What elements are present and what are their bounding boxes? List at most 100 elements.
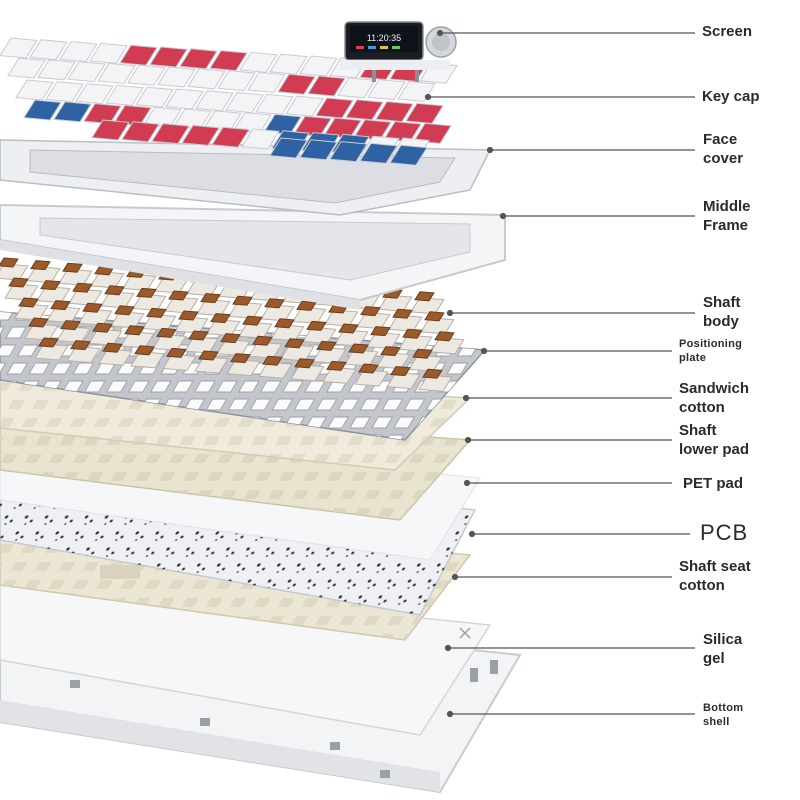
keycap: [269, 137, 308, 159]
label-bottom-shell: Bottom shell: [703, 702, 744, 729]
keycap: [209, 50, 248, 72]
label-silica-gel: Silica gel: [703, 631, 743, 667]
switch-housing: [290, 364, 325, 382]
label-middle-frame: Middle Frame: [703, 198, 751, 234]
switch-stem: [326, 360, 347, 371]
switch-housing: [322, 366, 357, 384]
switch-housing: [386, 372, 421, 390]
switch-stem: [70, 340, 91, 351]
keycap: [405, 102, 444, 124]
keycap: [299, 139, 338, 161]
switch-stem: [92, 322, 113, 333]
leader-lines: [424, 29, 695, 718]
switch-stem: [124, 325, 145, 336]
switch-stem: [210, 313, 231, 324]
switch-stem: [414, 291, 435, 302]
switch-stem: [348, 343, 369, 354]
switch-stem: [28, 317, 49, 328]
switch-stem: [434, 331, 455, 342]
keycap: [375, 101, 414, 123]
switch-stem: [274, 318, 295, 329]
switch-stem: [146, 307, 167, 318]
keycap: [89, 42, 128, 64]
switch-stem: [0, 257, 19, 268]
switch-housing: [194, 356, 229, 374]
switch-housing: [258, 361, 293, 379]
keycap: [241, 128, 280, 150]
keycap: [151, 123, 190, 145]
switch-stem: [198, 350, 219, 361]
switch-stem: [242, 315, 263, 326]
switch-stem: [294, 358, 315, 369]
label-face-cover: Face cover: [703, 131, 744, 167]
switch-housing: [34, 343, 69, 361]
switch-stem: [232, 295, 253, 306]
switch-stem: [72, 282, 93, 293]
switch-housing: [418, 374, 453, 392]
switch-stem: [178, 310, 199, 321]
keycap: [329, 141, 368, 163]
label-shaft-lower-pad: Shaft lower pad: [679, 422, 750, 458]
switch-stem: [82, 302, 103, 313]
label-pcb: PCB: [700, 520, 749, 545]
keycap: [269, 53, 308, 75]
keycap: [127, 64, 166, 86]
keycap: [299, 55, 338, 77]
switch-stem: [40, 280, 61, 291]
switch-stem: [358, 363, 379, 374]
switch-stem: [134, 345, 155, 356]
switch-stem: [18, 297, 39, 308]
switch-housing: [430, 337, 465, 355]
switch-housing: [354, 369, 389, 387]
switch-stem: [338, 323, 359, 334]
switch-stem: [230, 353, 251, 364]
switch-stem: [188, 330, 209, 341]
switch-stem: [422, 368, 443, 379]
keycap: [211, 126, 250, 148]
label-sandwich-cotton: Sandwich cotton: [679, 380, 750, 416]
keycap: [37, 59, 76, 81]
switch-stem: [402, 328, 423, 339]
switch-stem: [166, 347, 187, 358]
keycap: [255, 93, 294, 115]
switch-stem: [316, 340, 337, 351]
switch-stem: [60, 320, 81, 331]
keycap: [307, 75, 346, 97]
switch-stem: [380, 346, 401, 357]
keycap: [23, 99, 62, 121]
switch-stem: [30, 260, 51, 271]
keycap: [67, 61, 106, 83]
switch-stem: [200, 293, 221, 304]
keycap: [59, 41, 98, 63]
switch-stem: [306, 320, 327, 331]
keycap: [135, 86, 174, 108]
keycap: [225, 92, 264, 114]
switch-stem: [412, 348, 433, 359]
switch-stem: [114, 305, 135, 316]
keycap: [247, 71, 286, 93]
switch-stem: [102, 342, 123, 353]
keycap: [97, 62, 136, 84]
screen-module: 11:20:35: [340, 21, 457, 82]
keycap: [195, 90, 234, 112]
keycap: [239, 51, 278, 73]
keycap: [91, 119, 130, 141]
screen-clock-text: 11:20:35: [367, 33, 401, 43]
keycap: [7, 57, 46, 79]
label-shaft-seat-cotton: Shaft seat cotton: [679, 558, 751, 594]
keycap: [187, 68, 226, 90]
switch-stem: [38, 337, 59, 348]
keycap: [217, 70, 256, 92]
switch-stem: [262, 355, 283, 366]
switch-stem: [370, 326, 391, 337]
keycap: [29, 39, 68, 61]
switch-housing: [162, 353, 197, 371]
keycap: [277, 73, 316, 95]
label-screen: Screen: [702, 23, 753, 40]
keycap: [337, 77, 376, 99]
keycap: [149, 46, 188, 68]
switch-stem: [390, 366, 411, 377]
keycap: [157, 66, 196, 88]
switch-stem: [62, 262, 83, 273]
